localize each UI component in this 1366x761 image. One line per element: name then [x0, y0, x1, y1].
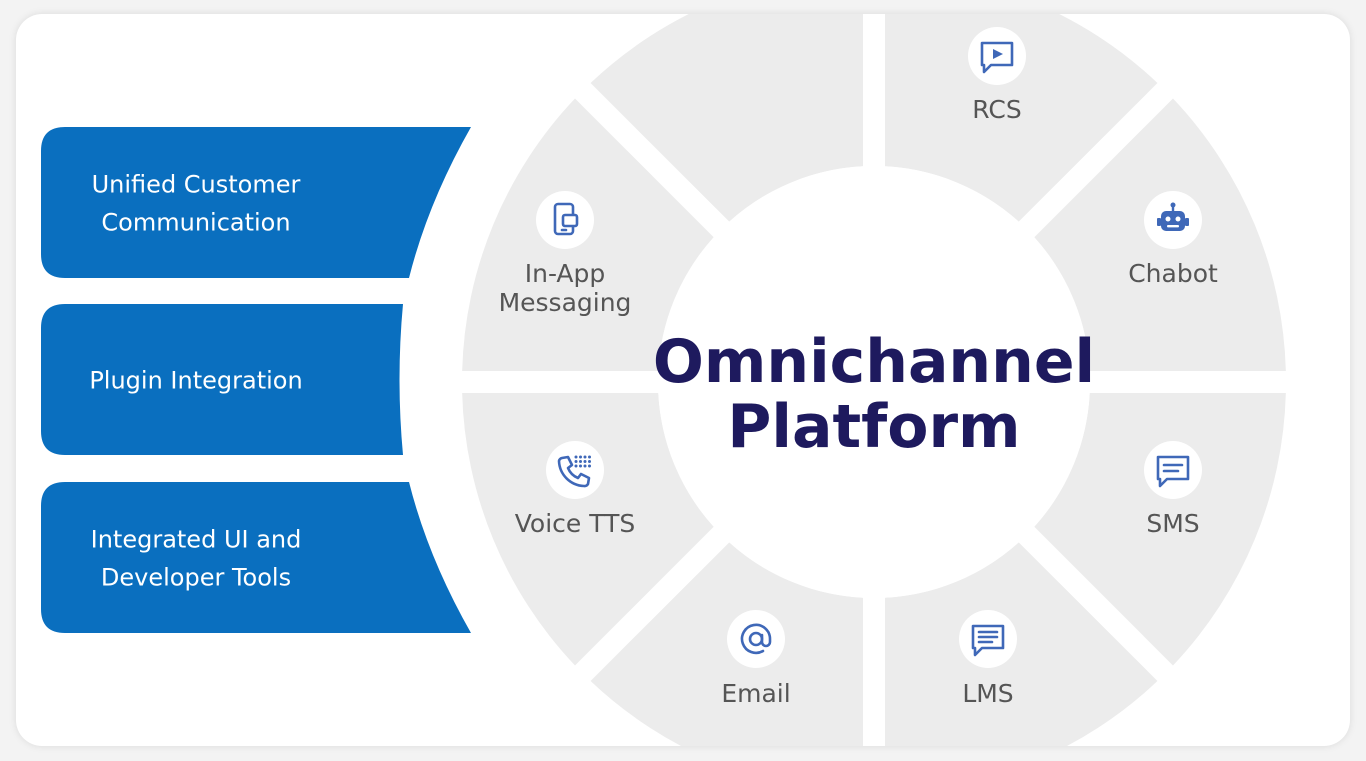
channel-email: Email — [462, 393, 791, 708]
voice-tts-icon — [546, 441, 604, 499]
center-disc — [658, 166, 1090, 598]
channel-label: Chabot — [1128, 259, 1218, 288]
chatbot-icon — [1144, 191, 1202, 249]
channel-sms: SMS — [885, 441, 1202, 746]
channel-lms: LMS — [590, 542, 1017, 746]
feature-bar-shape — [41, 127, 471, 278]
channel-label: RCS — [972, 95, 1021, 124]
email-icon — [727, 610, 785, 668]
channel-label: LMS — [962, 679, 1013, 708]
channel-segment — [462, 393, 714, 666]
feature-label: Plugin Integration — [89, 367, 302, 395]
channel-label: SMS — [1146, 509, 1199, 538]
channel-label: Voice TTS — [515, 509, 635, 538]
channel-segment — [885, 542, 1158, 746]
in-app-messaging-icon — [536, 191, 594, 249]
feature-bar-shape — [41, 482, 471, 633]
channel-segment — [590, 14, 863, 222]
feature-bar-2: Plugin Integration — [41, 304, 403, 455]
lms-icon — [959, 610, 1017, 668]
channel-segment — [590, 542, 863, 746]
channel-label: Messaging — [499, 288, 632, 317]
channel-label: Email — [721, 679, 790, 708]
rcs-icon — [968, 27, 1026, 85]
channel-label: In-App — [525, 259, 606, 288]
feature-label: Developer Tools — [101, 564, 291, 592]
channel-ring: Mobile PushRCSChabotSMSLMSEmailVoice TTS… — [462, 14, 1286, 746]
sms-icon — [1144, 441, 1202, 499]
channel-chatbot: Chabot — [1034, 191, 1286, 666]
feature-label: Integrated UI and — [91, 526, 302, 554]
channel-segment — [885, 14, 1158, 222]
center-title-line: Omnichannel — [653, 327, 1095, 397]
channel-segment — [1034, 393, 1286, 666]
feature-bar-shape — [41, 304, 403, 455]
feature-label: Communication — [101, 209, 290, 237]
feature-label: Unified Customer — [92, 171, 301, 199]
center-title-line: Platform — [727, 392, 1020, 462]
